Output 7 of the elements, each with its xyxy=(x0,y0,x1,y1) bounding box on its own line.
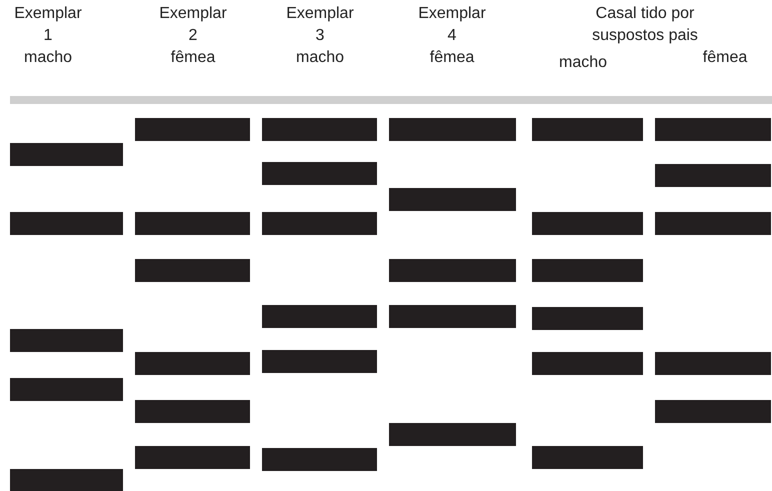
sex-label: fêmea xyxy=(702,48,748,68)
sex-label: fêmea xyxy=(170,48,216,68)
sex-label: macho xyxy=(294,48,346,68)
sex-label: macho xyxy=(22,48,74,68)
column-heading: Casal tido por suspostos pais xyxy=(591,4,699,46)
sex-label: fêmea xyxy=(428,48,476,68)
sex-label: macho xyxy=(558,53,608,73)
